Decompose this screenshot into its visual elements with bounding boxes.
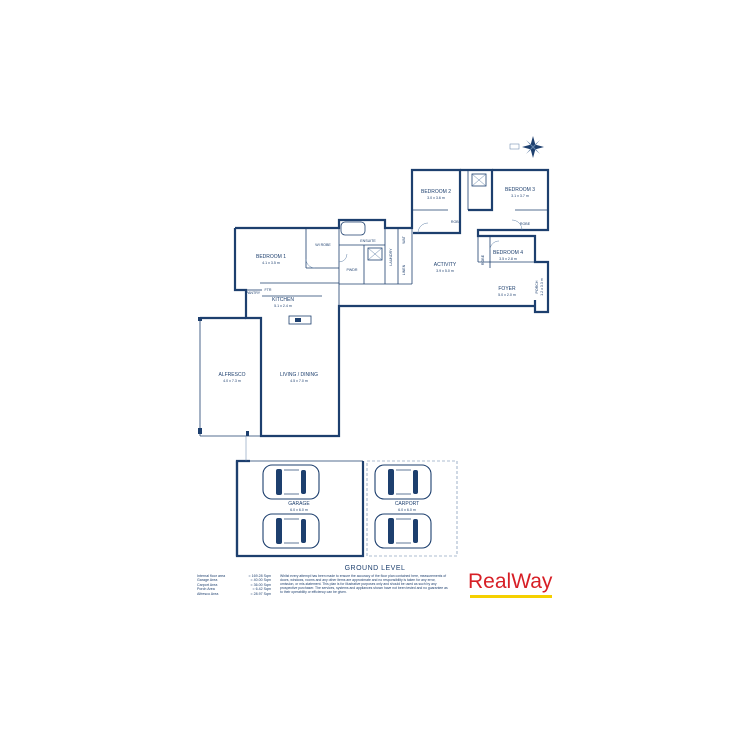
bedroom2-size: 3.0 x 3.6 m (427, 196, 445, 200)
area-row: Alfresco Area = 28.97 Sqm (197, 592, 271, 596)
alfresco-size: 4.0 x 7.3 m (223, 379, 241, 383)
house-walls (199, 168, 550, 438)
disclaimer-text: Whilst every attempt has been made to en… (280, 574, 448, 595)
logo-underline (470, 595, 552, 598)
bedroom2-name: BEDROOM 2 (421, 189, 451, 195)
ftr-label: FTR (265, 288, 272, 292)
bedroom4-name: BEDROOM 4 (493, 250, 523, 256)
garage-car-1 (262, 464, 320, 500)
garage-car-2 (262, 513, 320, 549)
garage-walls (235, 436, 458, 558)
kitchen-name: KITCHEN (272, 297, 294, 303)
pwdr-label: PWDR (347, 268, 358, 272)
activity-name: ACTIVITY (434, 262, 457, 268)
carport-car-2 (374, 513, 432, 549)
level-title: GROUND LEVEL (344, 565, 406, 572)
robe3-label: ROBE (520, 222, 531, 226)
area-row: Porch Area = 6.42 Sqm (197, 587, 271, 591)
robe2-label: ROBE (451, 220, 462, 224)
garage-name: GARAGE (288, 501, 310, 507)
area-row: Carport Area = 36.00 Sqm (197, 583, 271, 587)
alfresco-name: ALFRESCO (219, 372, 246, 378)
wi-robe-label: WI ROBE (315, 243, 331, 247)
area-value: = 40.00 Sqm (250, 578, 271, 583)
alfresco-posts (198, 317, 249, 436)
bedroom1-name: BEDROOM 1 (256, 254, 286, 260)
area-schedule: Internal floor area = 169.28 Sqm Garage A… (197, 574, 271, 596)
laundry-label: LAUNDRY (389, 248, 393, 266)
wat-label: WAT (402, 235, 406, 243)
area-value: = 28.97 Sqm (250, 591, 271, 596)
logo-wordmark: RealWay (468, 570, 553, 593)
area-value: = 6.42 Sqm (252, 587, 271, 592)
area-value: = 36.00 Sqm (250, 582, 271, 587)
activity-size: 3.9 x 5.0 m (436, 269, 454, 273)
area-row: Internal floor area = 169.28 Sqm (197, 574, 271, 578)
robe4-label: ROBE (481, 254, 485, 265)
bedroom3-name: BEDROOM 3 (505, 187, 535, 193)
ensuite-label: ENSUITE (360, 239, 376, 243)
living-size: 4.5 x 7.0 m (290, 379, 308, 383)
porch-name: PORCH (535, 280, 539, 293)
area-label: Porch Area (197, 587, 215, 592)
area-label: Internal floor area (197, 574, 226, 578)
foyer-size: 5.0 x 2.0 m (498, 293, 516, 297)
pantry-label: PANTRY (246, 291, 261, 295)
bedroom3-size: 3.1 x 3.7 m (511, 194, 529, 198)
carport-size: 6.0 x 6.0 m (398, 508, 416, 512)
foyer-name: FOYER (498, 286, 516, 292)
living-name: LIVING / DINING (280, 372, 318, 378)
linen-label: LINEN (402, 264, 406, 275)
porch-size: 1.2 x 3.3 m (540, 278, 544, 296)
bedroom1-size: 4.1 x 3.5 m (262, 261, 280, 265)
area-label: Alfresco Area (197, 591, 219, 596)
compass-rose-icon (509, 136, 544, 158)
carport-car-1 (374, 464, 432, 500)
area-label: Garage Area (197, 578, 218, 583)
bedroom4-size: 3.5 x 2.8 m (499, 257, 517, 261)
realway-logo: RealWay (468, 570, 554, 600)
area-label: Carport Area (197, 582, 218, 587)
carport-name: CARPORT (395, 501, 419, 507)
area-value: = 169.28 Sqm (248, 574, 271, 578)
garage-size: 6.0 x 6.0 m (290, 508, 308, 512)
kitchen-size: 5.1 x 2.4 m (274, 304, 292, 308)
area-row: Garage Area = 40.00 Sqm (197, 578, 271, 582)
